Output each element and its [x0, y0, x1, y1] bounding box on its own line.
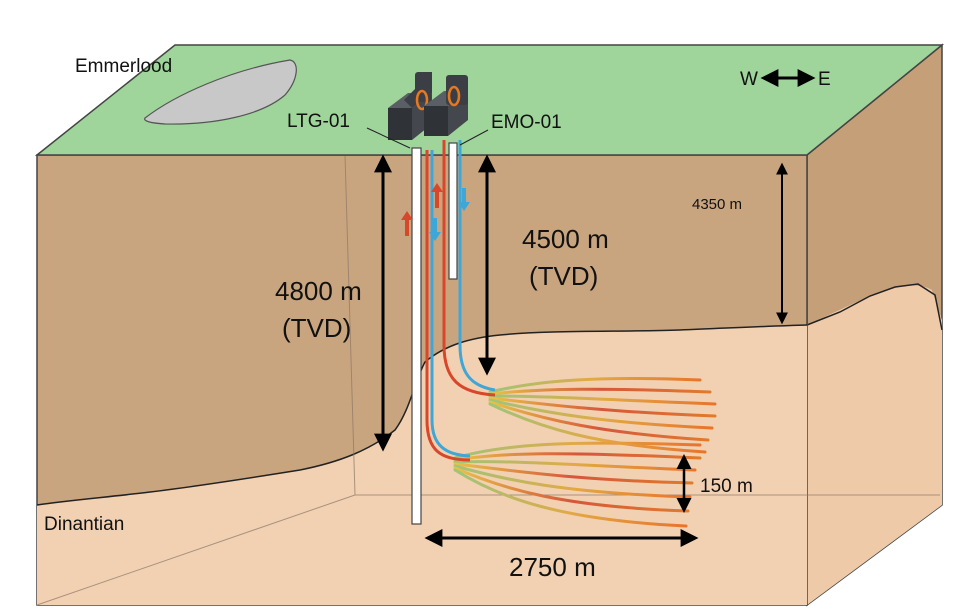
flow-arrows [401, 183, 470, 241]
drilling-rig-icon [424, 75, 468, 136]
down-arrow-icon [458, 188, 470, 211]
town-label: Emmerlood [75, 56, 172, 77]
depth-emo-01-unit: (TVD) [529, 261, 598, 291]
emo-01-label: EMO-01 [491, 112, 562, 133]
depth-ltg-01-value: 4800 m [275, 276, 362, 306]
spacing-label: 150 m [700, 476, 753, 497]
down-arrow-icon [429, 218, 441, 241]
compass: W E [740, 69, 831, 90]
ltg-01-wellbore [411, 147, 471, 525]
up-arrow-icon [401, 211, 413, 236]
lateral-wells-upper [488, 377, 717, 454]
lake-icon [144, 59, 297, 125]
compass-east-label: E [818, 69, 831, 90]
ltg-01-leader [366, 127, 411, 149]
emo-01-leader [459, 129, 489, 146]
depth-emo-01-value: 4500 m [522, 224, 609, 254]
formation-label: Dinantian [44, 514, 124, 535]
ltg-01-label: LTG-01 [287, 111, 350, 132]
emo-01-wellbore [442, 140, 496, 397]
formation-depth-label: 4350 m [692, 196, 742, 213]
lateral-wells-lower [453, 441, 702, 528]
depth-ltg-01-unit: (TVD) [282, 313, 351, 343]
block-side-face [806, 43, 943, 607]
lateral-length-label: 2750 m [509, 552, 596, 582]
up-arrow-icon [431, 183, 443, 208]
compass-west-label: W [740, 69, 758, 90]
